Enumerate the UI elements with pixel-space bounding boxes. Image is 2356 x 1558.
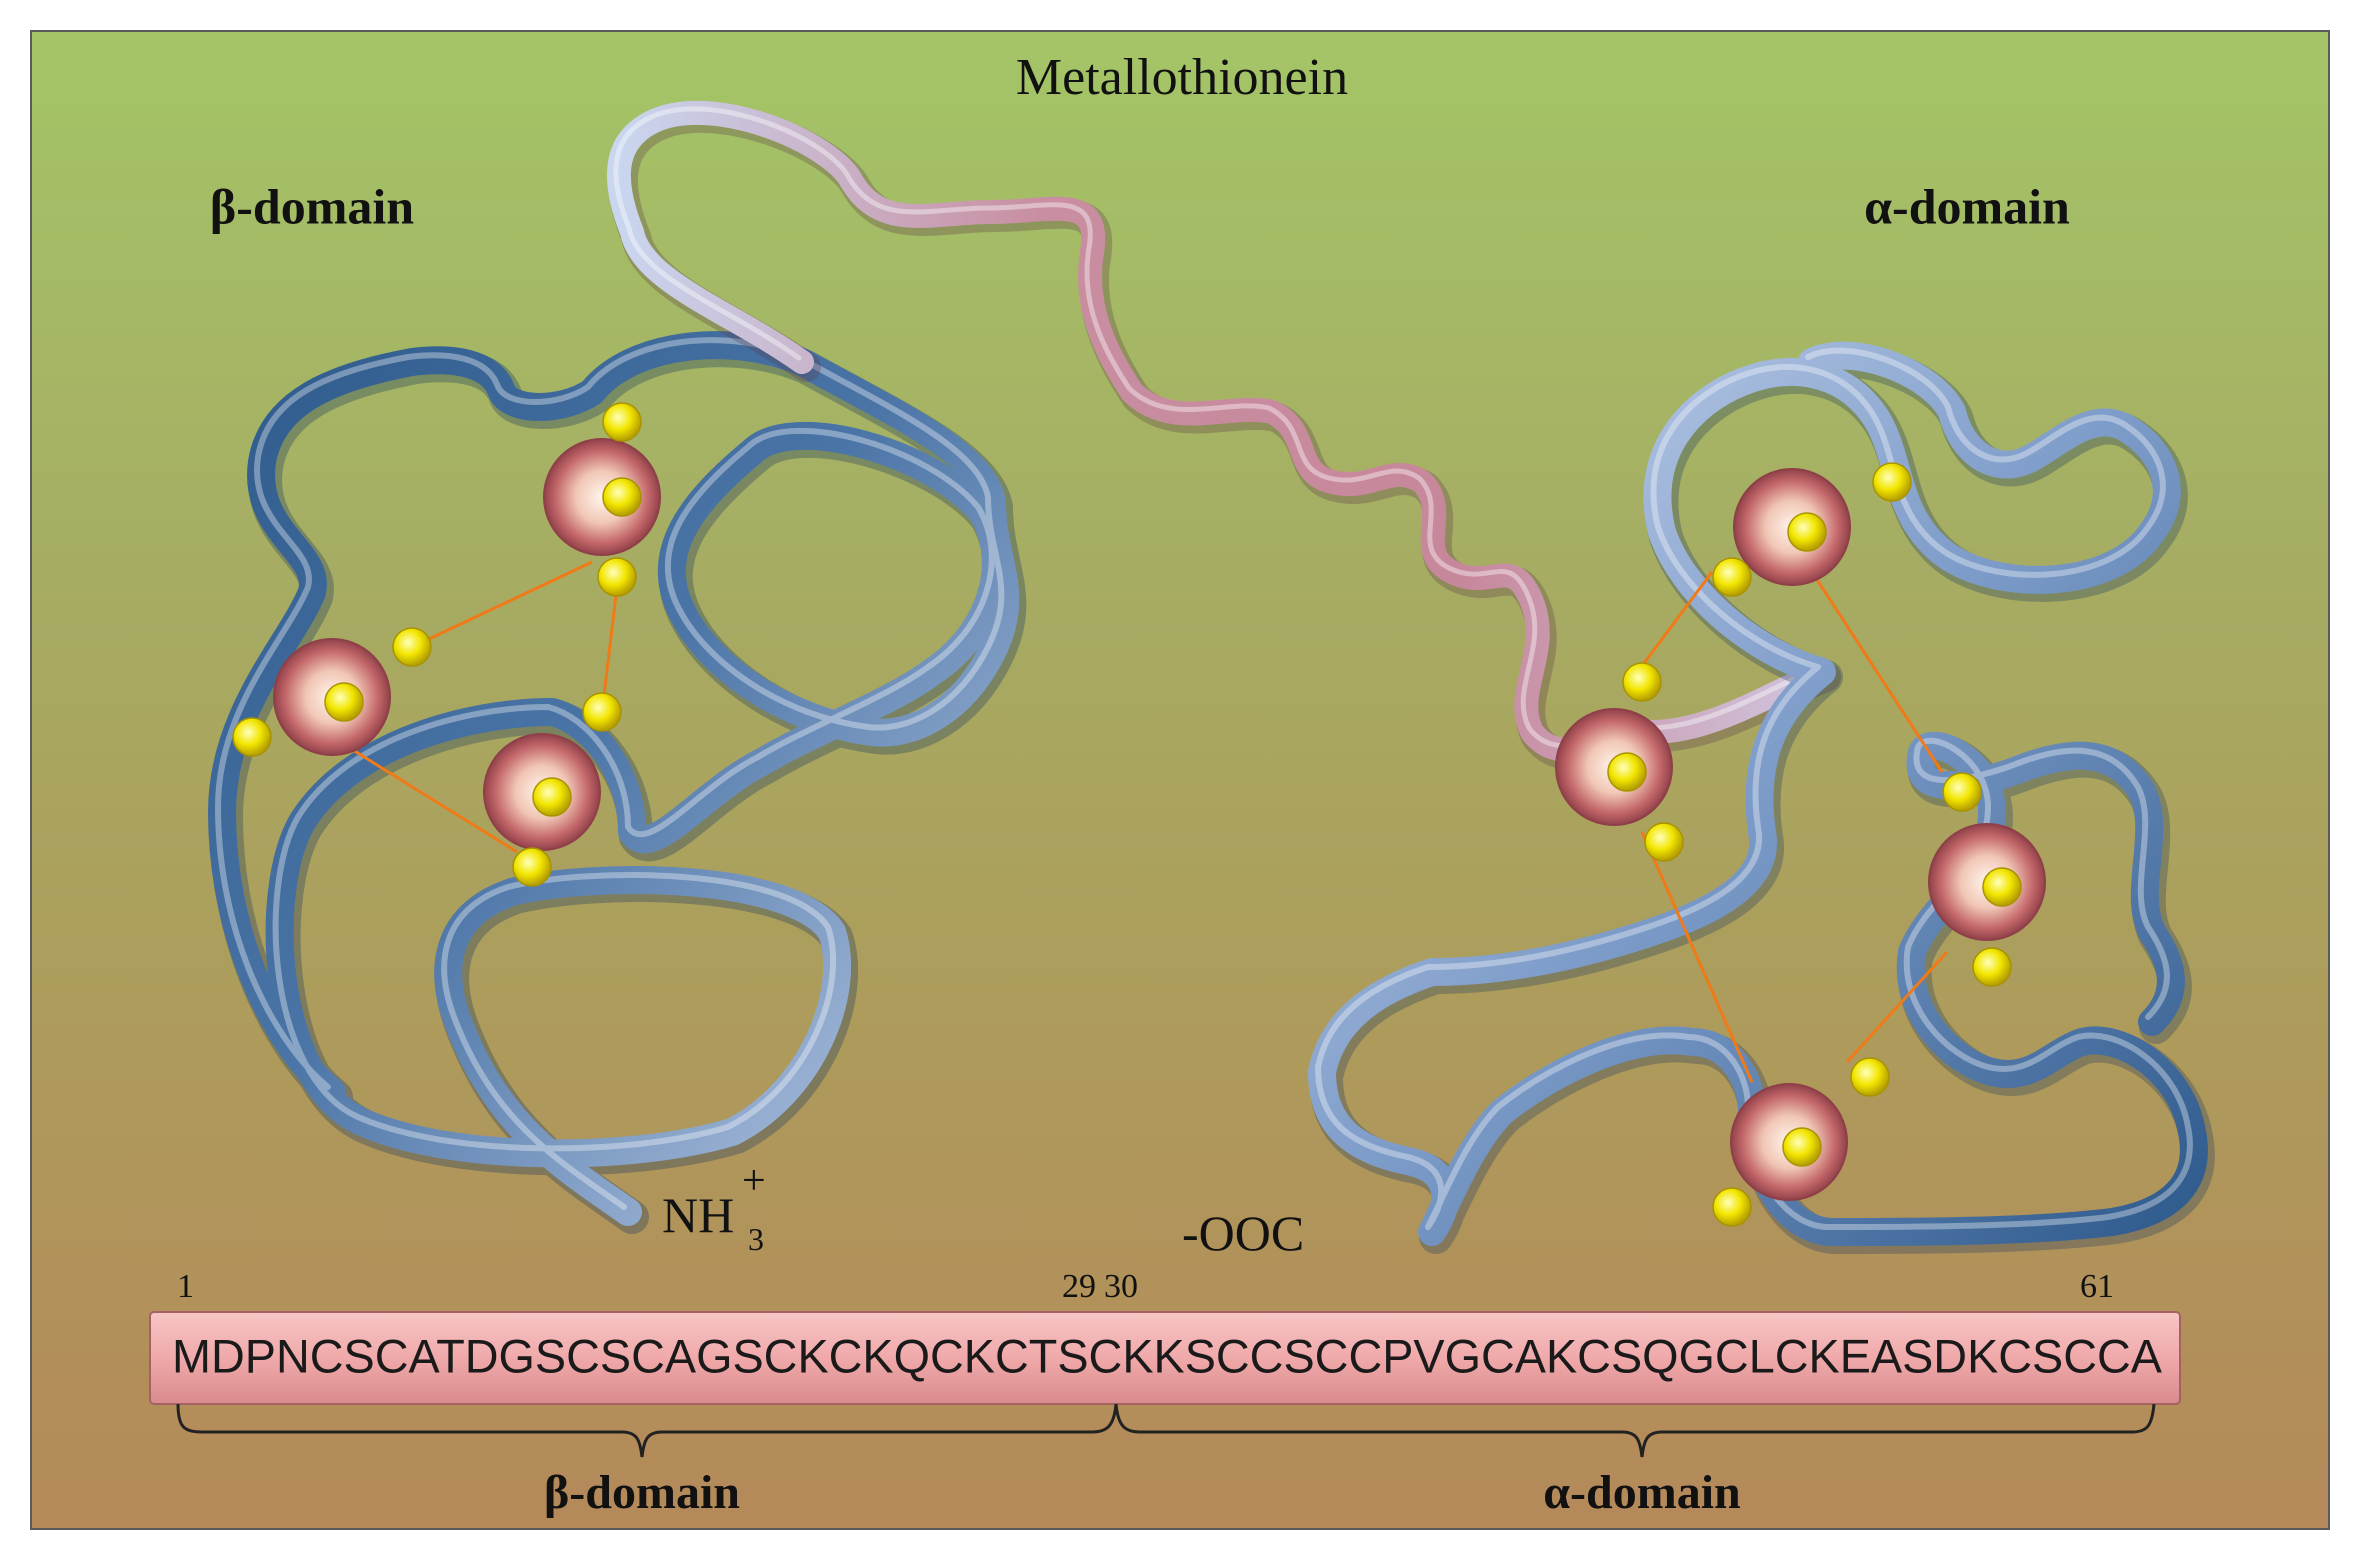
sulfur-atom-icon: [532, 777, 572, 817]
metal-ions: [273, 438, 2046, 1201]
sequence-bar: [149, 1311, 2181, 1405]
linker-chain-tube: [606, 100, 1834, 762]
bond-line: [600, 586, 619, 713]
sulfur-atom-icon: [1942, 772, 1982, 812]
beta-domain-chain: [208, 331, 1027, 1234]
sulfur-atoms: [232, 402, 2022, 1227]
alpha-domain-chain-tube: [1308, 341, 2208, 1246]
sulfur-atom-icon: [1972, 947, 2012, 987]
n-terminus-text: NH: [662, 1187, 734, 1243]
sulfur-atom-icon: [1607, 752, 1647, 792]
n-terminus-label: NH 3 +: [662, 1158, 766, 1257]
diagram-title: Metallothionein: [1016, 49, 1348, 106]
sulfur-atom-icon: [602, 477, 642, 517]
sulfur-atom-icon: [232, 717, 272, 757]
sulfur-atom-icon: [512, 847, 552, 887]
beta-domain-label-bottom: β-domain: [544, 1466, 740, 1519]
bond-line: [1640, 831, 1754, 1083]
sulfur-atom-icon: [1644, 822, 1684, 862]
bond-line: [1845, 950, 1949, 1064]
sulfur-atom-icon: [324, 682, 364, 722]
sulfur-atom-icon: [597, 557, 637, 597]
sulfur-atom-icon: [1872, 462, 1912, 502]
beta-domain-chain-highlight: [215, 337, 1005, 1210]
sulfur-atom-icon: [602, 402, 642, 442]
sulfur-atom-icon: [1982, 867, 2022, 907]
protein-backbone: [208, 100, 2215, 1254]
n-terminus-superscript: +: [742, 1158, 766, 1204]
beta-domain-label-top: β-domain: [210, 178, 414, 234]
linker-chain-highlight: [613, 106, 1822, 749]
sulfur-atom-icon: [392, 627, 432, 667]
n-terminus-subscript: 3: [748, 1221, 764, 1257]
sulfur-atom-icon: [1782, 1127, 1822, 1167]
alpha-domain-label-bottom: α-domain: [1543, 1466, 1740, 1519]
metallothionein-figure: Metallothionein β-domain α-domain NH 3 +…: [30, 30, 2330, 1530]
sequence-position-61: 61: [2080, 1268, 2114, 1305]
sequence-position-29: 29: [1062, 1268, 1096, 1305]
sulfur-atom-icon: [1850, 1057, 1890, 1097]
alpha-domain-chain: [1308, 341, 2215, 1254]
sequence-section: 1 29 30 61 MDPNCSCATDGSCSCAGSCKCKQCKCTSC…: [149, 1268, 2181, 1519]
sulfur-atom-icon: [1712, 1187, 1752, 1227]
bond-line: [1810, 571, 1944, 773]
alpha-domain-bracket: [1114, 1403, 2156, 1458]
sequence-position-30: 30: [1104, 1268, 1138, 1305]
beta-domain-bracket: [176, 1403, 1118, 1458]
sulfur-atom-icon: [1787, 512, 1827, 552]
sequence-text: MDPNCSCATDGSCSCAGSCKCKQCKCTSCKKSCCSCCPVG…: [172, 1329, 2163, 1382]
bond-line: [411, 560, 593, 649]
bond-line: [331, 735, 518, 854]
alpha-domain-label-top: α-domain: [1864, 178, 2070, 234]
sequence-position-1: 1: [177, 1268, 194, 1305]
sulfur-atom-icon: [1622, 662, 1662, 702]
beta-domain-chain-tube: [208, 331, 1020, 1226]
alpha-domain-chain-highlight: [1315, 347, 2193, 1230]
metallothionein-diagram: Metallothionein β-domain α-domain NH 3 +…: [149, 49, 2215, 1519]
sulfur-atom-icon: [582, 692, 622, 732]
sulfur-atom-icon: [1712, 557, 1752, 597]
c-terminus-label: -OOC: [1182, 1205, 1304, 1261]
metal-ion-icon: [543, 438, 661, 556]
linker-chain: [606, 100, 1841, 770]
